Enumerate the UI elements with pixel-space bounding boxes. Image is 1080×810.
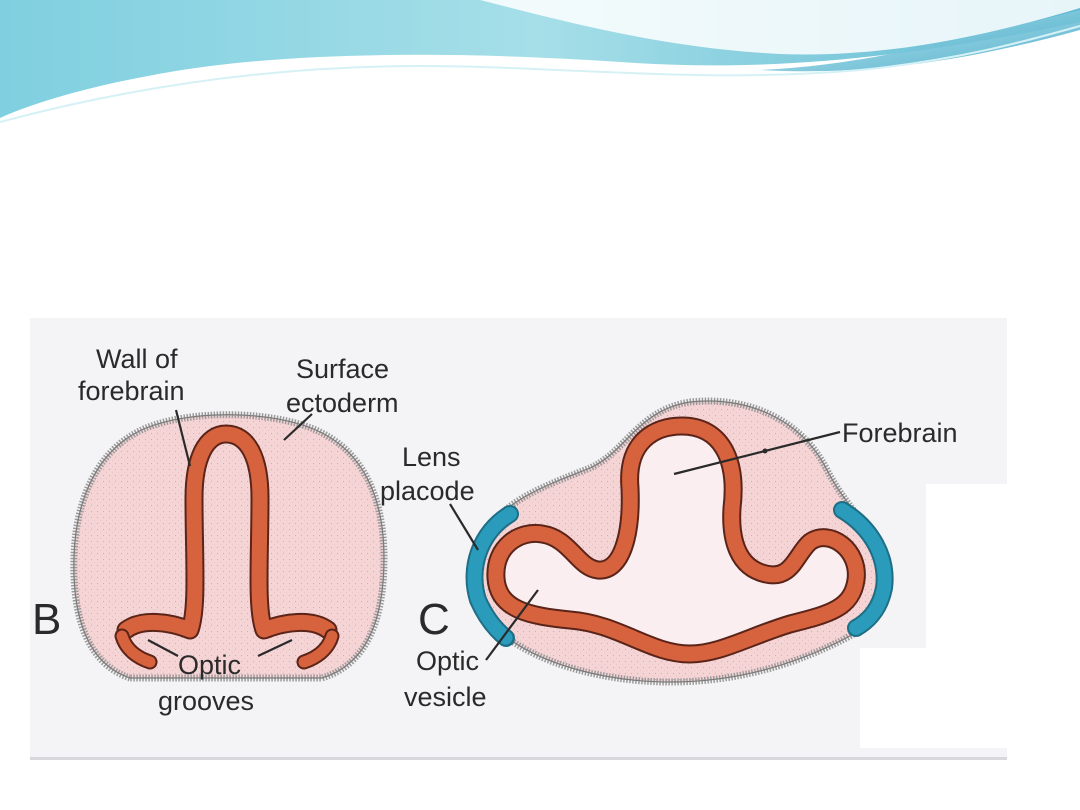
leader-optic-vesicle bbox=[485, 589, 539, 661]
leader-surface-ectoderm bbox=[283, 413, 313, 441]
diagram-panel: Wall of forebrain Surface ectoderm Optic… bbox=[30, 318, 1007, 760]
label-vesicle: vesicle bbox=[404, 682, 487, 712]
panel-c-letter: C bbox=[418, 595, 450, 644]
blank-patch-upper bbox=[926, 484, 1007, 650]
leader-lens-placode bbox=[449, 503, 479, 551]
label-wall-of: Wall of bbox=[96, 344, 178, 374]
panel-b-letter: B bbox=[32, 595, 61, 644]
label-placode: placode bbox=[380, 476, 475, 506]
header-wave-decoration bbox=[0, 0, 1080, 123]
leader-forebrain-c-dot bbox=[762, 448, 768, 454]
wave-right-swoosh bbox=[760, 10, 1080, 72]
wave-highlight bbox=[480, 0, 1080, 55]
optic-development-diagram: Wall of forebrain Surface ectoderm Optic… bbox=[32, 344, 1007, 748]
blank-patch bbox=[860, 648, 1007, 748]
label-forebrain-c: Forebrain bbox=[842, 418, 958, 448]
leader-optic-groove-left bbox=[147, 639, 179, 657]
leader-wall-forebrain bbox=[174, 409, 192, 467]
label-grooves: grooves bbox=[158, 686, 254, 716]
label-ectoderm: ectoderm bbox=[286, 388, 399, 418]
panel-c-lumen bbox=[495, 426, 857, 654]
label-optic-c: Optic bbox=[416, 646, 479, 676]
wave-thin-line bbox=[0, 25, 1080, 123]
leader-forebrain-c bbox=[673, 430, 841, 476]
label-lens: Lens bbox=[402, 442, 461, 472]
leader-optic-groove-right bbox=[257, 639, 293, 657]
label-optic-b: Optic bbox=[178, 650, 241, 680]
panel-b: Wall of forebrain Surface ectoderm Optic… bbox=[32, 344, 399, 716]
label-forebrain-b: forebrain bbox=[78, 376, 185, 406]
label-surface: Surface bbox=[296, 354, 389, 384]
panel-c: Forebrain Lens placode Optic vesicle C bbox=[380, 397, 958, 712]
